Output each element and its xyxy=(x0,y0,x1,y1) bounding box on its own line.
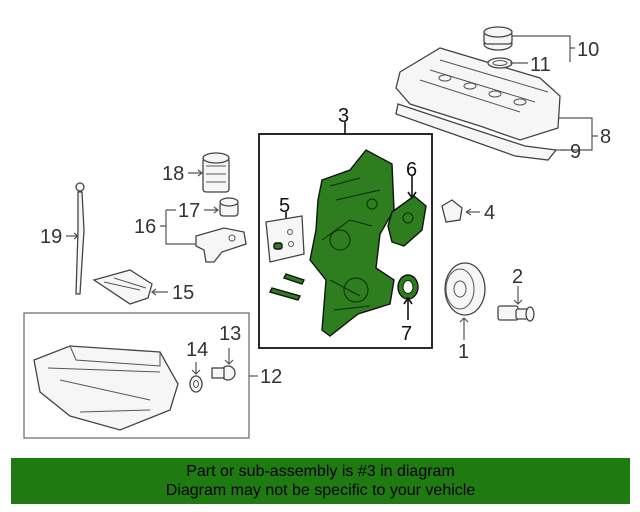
filler-cap-seal[interactable] xyxy=(487,57,513,69)
pulley-bolt[interactable] xyxy=(497,305,535,322)
callout-17: 17 xyxy=(178,200,200,222)
callout-2: 2 xyxy=(512,266,523,288)
plug-cap[interactable] xyxy=(441,199,463,223)
leader-lines xyxy=(66,35,598,377)
callout-16: 16 xyxy=(134,216,156,238)
banner-line-2: Diagram may not be specific to your vehi… xyxy=(165,482,476,499)
callout-12: 12 xyxy=(260,366,282,388)
callout-15: 15 xyxy=(172,282,194,304)
callout-13: 13 xyxy=(219,323,241,345)
callout-9: 9 xyxy=(570,141,581,163)
callout-1: 1 xyxy=(458,341,469,363)
pump-cover[interactable] xyxy=(387,195,427,247)
banner-line-1: Part or sub-assembly is #3 in diagram xyxy=(186,463,455,480)
oil-baffle-plate[interactable] xyxy=(92,269,153,305)
parts-diagram: 10 11 8 9 3 6 5 7 4 1 2 18 17 16 19 15 1… xyxy=(23,26,611,439)
callout-18: 18 xyxy=(162,163,184,185)
callout-8: 8 xyxy=(600,126,611,148)
callout-6: 6 xyxy=(406,159,417,181)
chain-case-cover[interactable] xyxy=(309,149,395,337)
drain-washer[interactable] xyxy=(189,375,203,393)
case-bolts[interactable] xyxy=(268,273,305,301)
callout-3: 3 xyxy=(338,105,349,127)
oil-pressure-switch[interactable] xyxy=(219,197,239,217)
head-cover-gasket[interactable] xyxy=(395,103,558,161)
callout-4: 4 xyxy=(484,202,495,224)
callout-11: 11 xyxy=(530,54,551,76)
oil-filler-cap[interactable] xyxy=(483,26,513,51)
oil-control-solenoid[interactable] xyxy=(195,227,247,263)
gasket-set-box[interactable] xyxy=(265,215,305,263)
drain-bolt[interactable] xyxy=(211,365,236,381)
callout-7: 7 xyxy=(401,323,412,345)
oil-dipstick[interactable] xyxy=(75,182,85,295)
callout-5: 5 xyxy=(279,195,290,217)
callout-14: 14 xyxy=(186,339,208,361)
front-oil-seal[interactable] xyxy=(397,274,419,300)
crankshaft-pulley[interactable] xyxy=(444,262,486,316)
oil-filter[interactable] xyxy=(202,152,230,193)
callout-10: 10 xyxy=(577,39,599,61)
oil-pan[interactable] xyxy=(33,345,179,431)
notice-banner: Part or sub-assembly is #3 in diagram Di… xyxy=(11,458,630,504)
callout-19: 19 xyxy=(40,226,62,248)
